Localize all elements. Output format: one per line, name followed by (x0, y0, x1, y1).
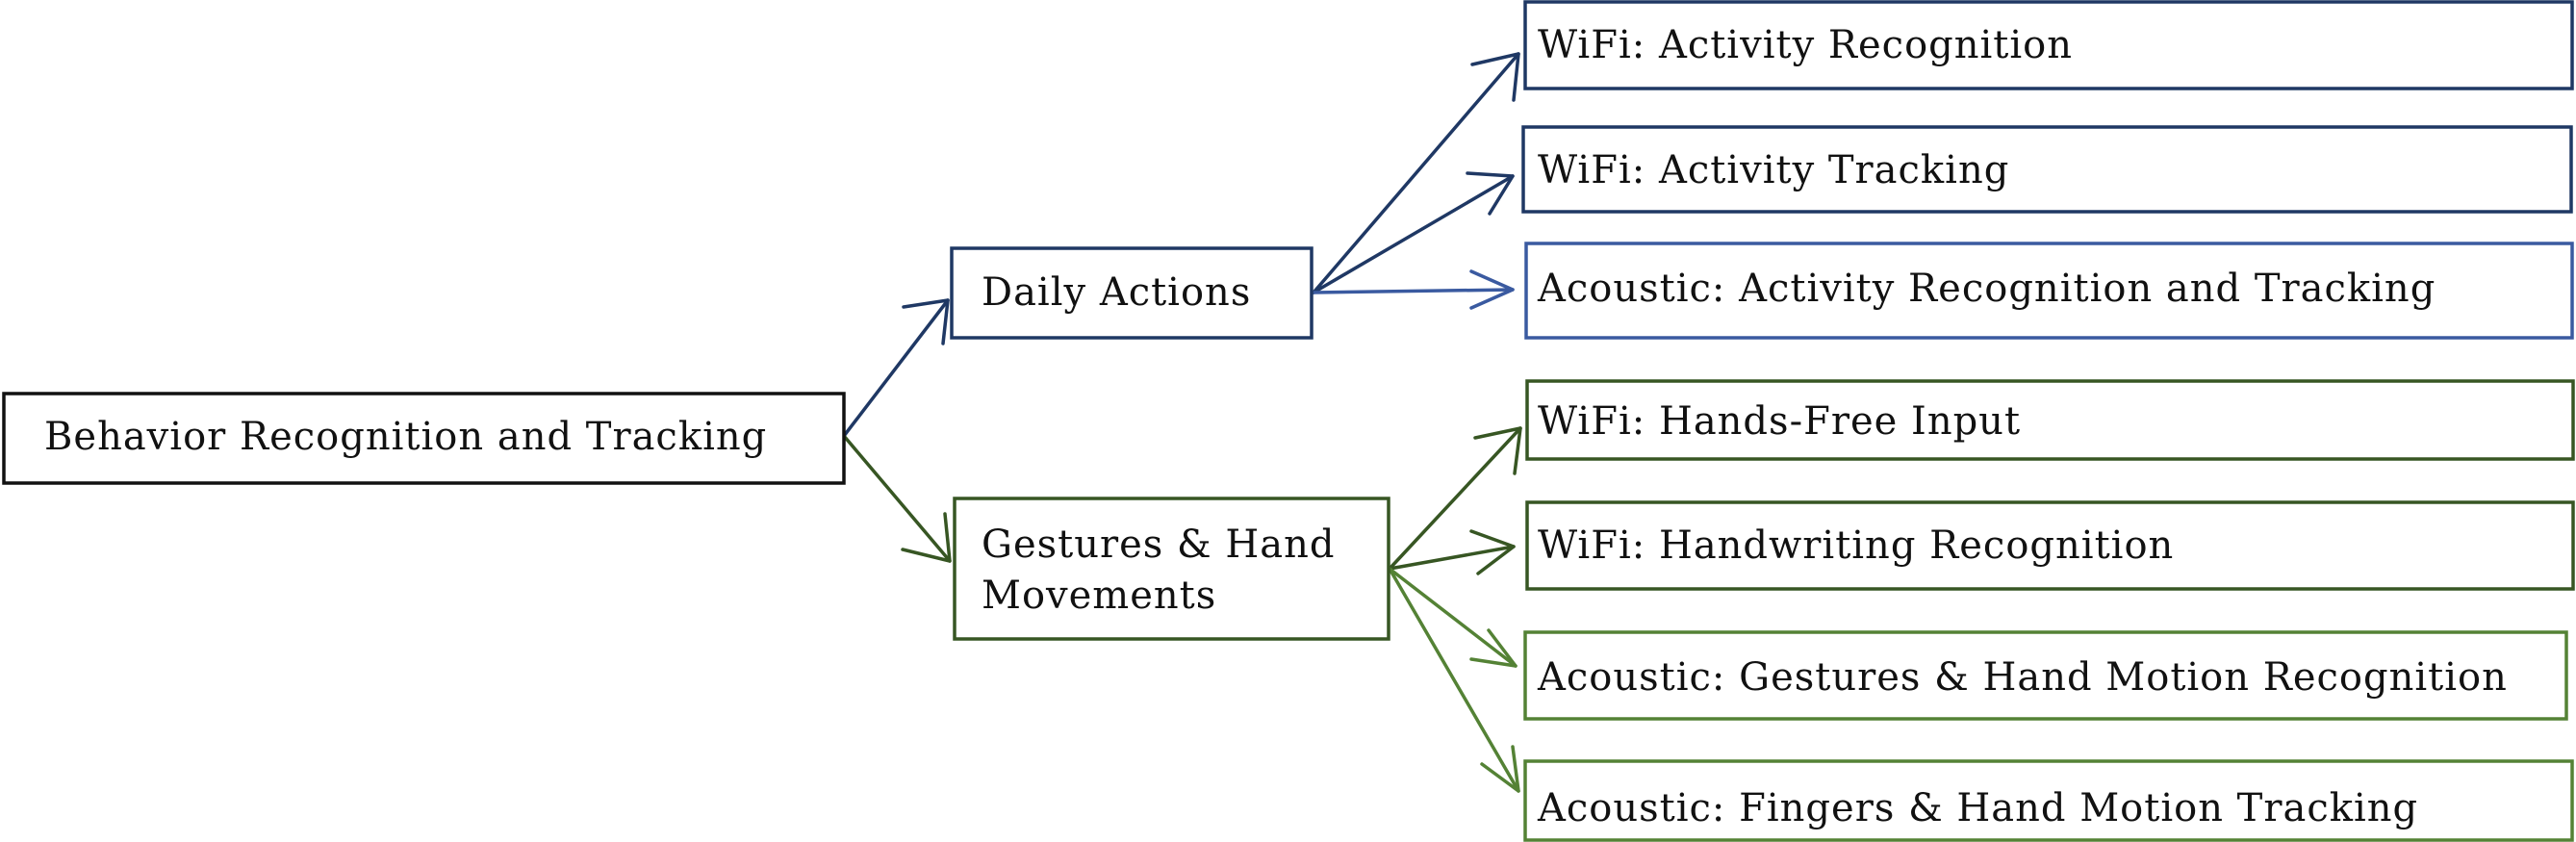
leaf-label: Acoustic: Fingers & Hand Motion Tracking (1537, 786, 2418, 830)
leaf-box (1521, 125, 2573, 214)
connector-daily-to-wifi-activity-tracking (1312, 174, 1515, 294)
daily-children: WiFi: Activity Recognition WiFi: Activit… (1521, 0, 2574, 340)
gestures-label-line1: Gestures & Hand (982, 523, 1335, 567)
daily-actions-label: Daily Actions (982, 270, 1251, 315)
leaf-label: WiFi: Activity Recognition (1538, 23, 2073, 67)
arrowhead-daily-to-wifi-activity-tracking (1466, 171, 1515, 216)
connector-daily-to-acoustic-activity (1312, 288, 1515, 294)
arrowhead-root-to-daily (902, 298, 950, 345)
leaf-wifi-hands-free-input: WiFi: Hands-Free Input (1525, 379, 2575, 461)
arrowhead-gestures-to-hands-free (1473, 426, 1522, 475)
daily-actions-box (950, 246, 1314, 340)
arrowhead-gestures-to-acoustic-gestures (1469, 628, 1518, 668)
leaf-box (1525, 379, 2575, 461)
connector-root-to-daily (842, 298, 950, 438)
leaf-wifi-activity-tracking: WiFi: Activity Tracking (1521, 125, 2573, 214)
leaf-box (1523, 0, 2574, 90)
leaf-box (1525, 500, 2575, 591)
gestures-children: WiFi: Hands-Free Input WiFi: Handwriting… (1523, 379, 2575, 842)
gestures-node: Gestures & Hand Movements (953, 497, 1390, 641)
connector-gestures-to-handwriting (1388, 545, 1516, 571)
leaf-label: WiFi: Hands-Free Input (1538, 399, 2021, 444)
gestures-connectors (1388, 426, 1522, 793)
daily-connectors (1312, 52, 1520, 310)
leaf-label: Acoustic: Gestures & Hand Motion Recogni… (1537, 655, 2508, 700)
arrowhead-gestures-to-handwriting (1469, 529, 1516, 575)
leaf-label: Acoustic: Activity Recognition and Track… (1537, 267, 2436, 311)
arrowhead-root-to-gestures (901, 512, 952, 563)
connector-gestures-to-acoustic-fingers (1388, 567, 1520, 793)
leaf-label: WiFi: Activity Tracking (1538, 148, 2009, 192)
gestures-box (953, 497, 1390, 641)
arrowhead-gestures-to-acoustic-fingers (1480, 745, 1520, 793)
connector-gestures-to-hands-free (1388, 426, 1522, 571)
leaf-acoustic-activity-recognition-tracking: Acoustic: Activity Recognition and Track… (1524, 242, 2574, 340)
gestures-label-line2: Movements (982, 574, 1216, 618)
arrowhead-daily-to-wifi-activity-recognition (1470, 52, 1520, 102)
leaf-acoustic-gestures-hand-motion-recognition: Acoustic: Gestures & Hand Motion Recogni… (1523, 630, 2568, 721)
connector-root-to-gestures (842, 434, 952, 563)
leaf-acoustic-fingers-hand-motion-tracking: Acoustic: Fingers & Hand Motion Tracking (1523, 759, 2574, 842)
leaf-wifi-handwriting-recognition: WiFi: Handwriting Recognition (1525, 500, 2575, 591)
root-node: Behavior Recognition and Tracking (2, 392, 846, 485)
connector-gestures-to-acoustic-gestures (1388, 567, 1518, 668)
root-node-box (2, 392, 846, 485)
daily-actions-node: Daily Actions (950, 246, 1314, 340)
leaf-label: WiFi: Handwriting Recognition (1538, 523, 2174, 568)
arrowhead-daily-to-acoustic-activity (1469, 269, 1515, 310)
root-connectors (842, 298, 952, 563)
root-node-label: Behavior Recognition and Tracking (44, 415, 767, 459)
leaf-box (1523, 630, 2568, 721)
leaf-box (1524, 242, 2574, 340)
leaf-box (1523, 759, 2574, 842)
connector-daily-to-wifi-activity-recognition (1312, 52, 1520, 294)
leaf-wifi-activity-recognition: WiFi: Activity Recognition (1523, 0, 2574, 90)
